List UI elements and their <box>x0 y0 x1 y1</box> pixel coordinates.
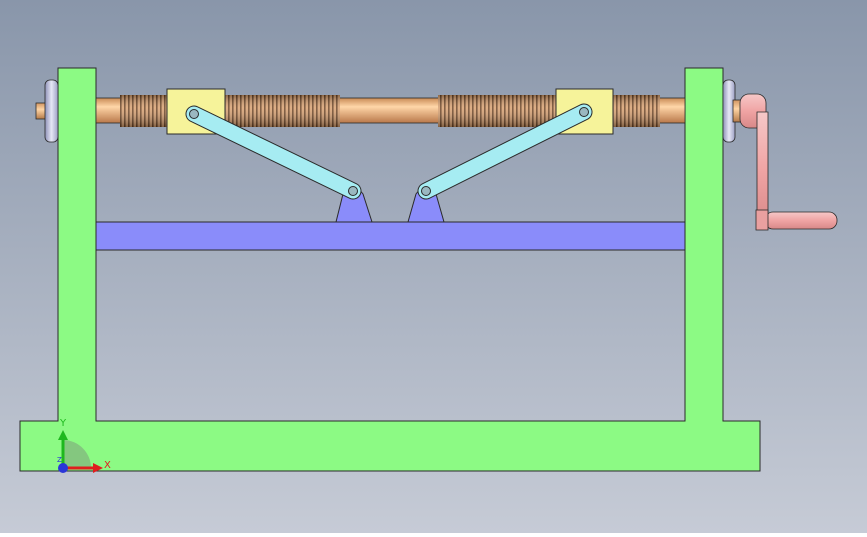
triad-y-arrow <box>58 430 68 440</box>
frame[interactable] <box>19 67 761 472</box>
frame-left-post[interactable] <box>57 67 97 422</box>
right-link-top-pin <box>579 107 589 117</box>
triad-y-label: Y <box>59 418 67 429</box>
left-link-bottom-pin <box>348 186 358 196</box>
thread-left-shade <box>120 95 340 127</box>
coordinate-triad: Y X Z <box>57 418 111 473</box>
triad-z-label: Z <box>57 456 62 464</box>
triad-z-axis <box>58 463 68 473</box>
left-link-top-pin <box>189 109 199 119</box>
crank-handle[interactable] <box>739 93 838 231</box>
triad-x-arrow <box>93 463 103 473</box>
crank-grip-collar <box>755 209 769 231</box>
right-link-bottom-pin <box>421 186 431 196</box>
crossbar[interactable] <box>95 221 686 251</box>
crank-grip[interactable] <box>764 211 838 230</box>
triad-arc <box>63 440 91 468</box>
thread-segments <box>120 95 660 127</box>
left-link[interactable] <box>185 105 362 200</box>
left-flange[interactable] <box>44 79 59 143</box>
frame-right-post[interactable] <box>684 67 724 422</box>
right-link[interactable] <box>417 103 593 200</box>
base-face-cover-right <box>685 420 723 422</box>
frame-base[interactable] <box>19 420 761 472</box>
base-face-cover <box>58 420 96 422</box>
triad-x-label: X <box>104 460 111 471</box>
